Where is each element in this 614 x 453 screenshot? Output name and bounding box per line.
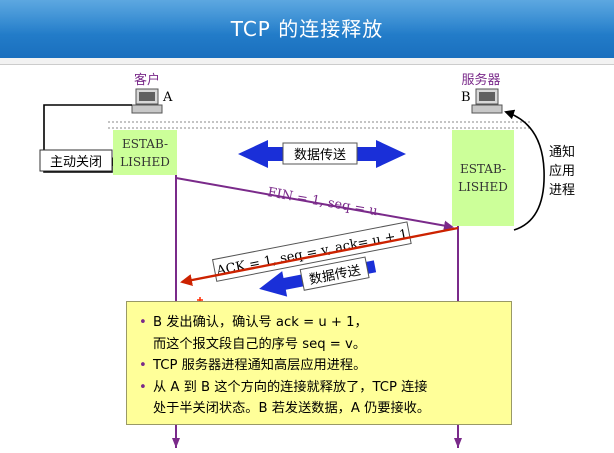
- server-role-label: 服务器: [461, 72, 500, 88]
- explanation-note: •B 发出确认，确认号 ack = u + 1， 而这个报文段自己的序号 seq…: [126, 301, 512, 425]
- active-close-box: [39, 149, 113, 172]
- title-bar: [0, 0, 614, 58]
- data-transfer-label-box-1: [282, 142, 358, 165]
- active-close-label: 主动关闭: [50, 155, 102, 170]
- client-state-line-1: ESTAB-: [122, 137, 168, 151]
- note-bullet-2: •TCP 服务器进程通知高层应用进程。: [139, 355, 503, 377]
- bullet-dot-icon: •: [139, 315, 147, 330]
- note-bullet-3-line-2: 处于半关闭状态。B 若发送数据，A 仍要接收。: [153, 401, 431, 416]
- fin-segment-arrow: [175, 177, 454, 231]
- fin-segment-label: FIN = 1, seq = u: [266, 185, 378, 219]
- server-state-line-2: LISHED: [458, 180, 508, 194]
- note-bullet-1-line-2: 而这个报文段自己的序号 seq = v。: [153, 336, 367, 352]
- client-computer-icon: [131, 88, 163, 114]
- server-timeline-arrowhead: [454, 438, 462, 448]
- data-transfer-label-box-2: [299, 256, 370, 291]
- server-state-line-1: ESTAB-: [460, 162, 506, 176]
- data-transfer-label-1: 数据传送: [294, 148, 346, 163]
- note-bullet-3-line-1: •从 A 到 B 这个方向的连接就释放了，TCP 连接: [139, 377, 503, 399]
- notify-app-line-2: 应用: [549, 163, 575, 179]
- bullet-dot-icon: •: [139, 358, 147, 373]
- bullet-dot-icon: •: [139, 379, 147, 395]
- client-role-label: 客户: [134, 72, 160, 88]
- data-transfer-arrow-2: 数据传送: [259, 256, 377, 297]
- client-state-line-2: LISHED: [120, 155, 170, 169]
- client-host-label: A: [162, 90, 173, 105]
- notify-app-line-3: 进程: [549, 183, 575, 198]
- server-host-label: B: [461, 90, 471, 105]
- server-computer-icon: [471, 88, 503, 114]
- server-state-box: [452, 130, 514, 226]
- title-underline: [0, 58, 614, 65]
- slide-title: TCP 的连接释放: [230, 17, 384, 41]
- client-timeline-arrowhead: [172, 438, 180, 448]
- note-bullet-1-line-1: •B 发出确认，确认号 ack = u + 1，: [139, 312, 503, 334]
- notify-app-line-1: 通知: [549, 144, 575, 160]
- notify-app-arrow: [504, 109, 545, 231]
- client-state-box: [113, 130, 177, 175]
- ack-segment-arrow: [180, 226, 459, 286]
